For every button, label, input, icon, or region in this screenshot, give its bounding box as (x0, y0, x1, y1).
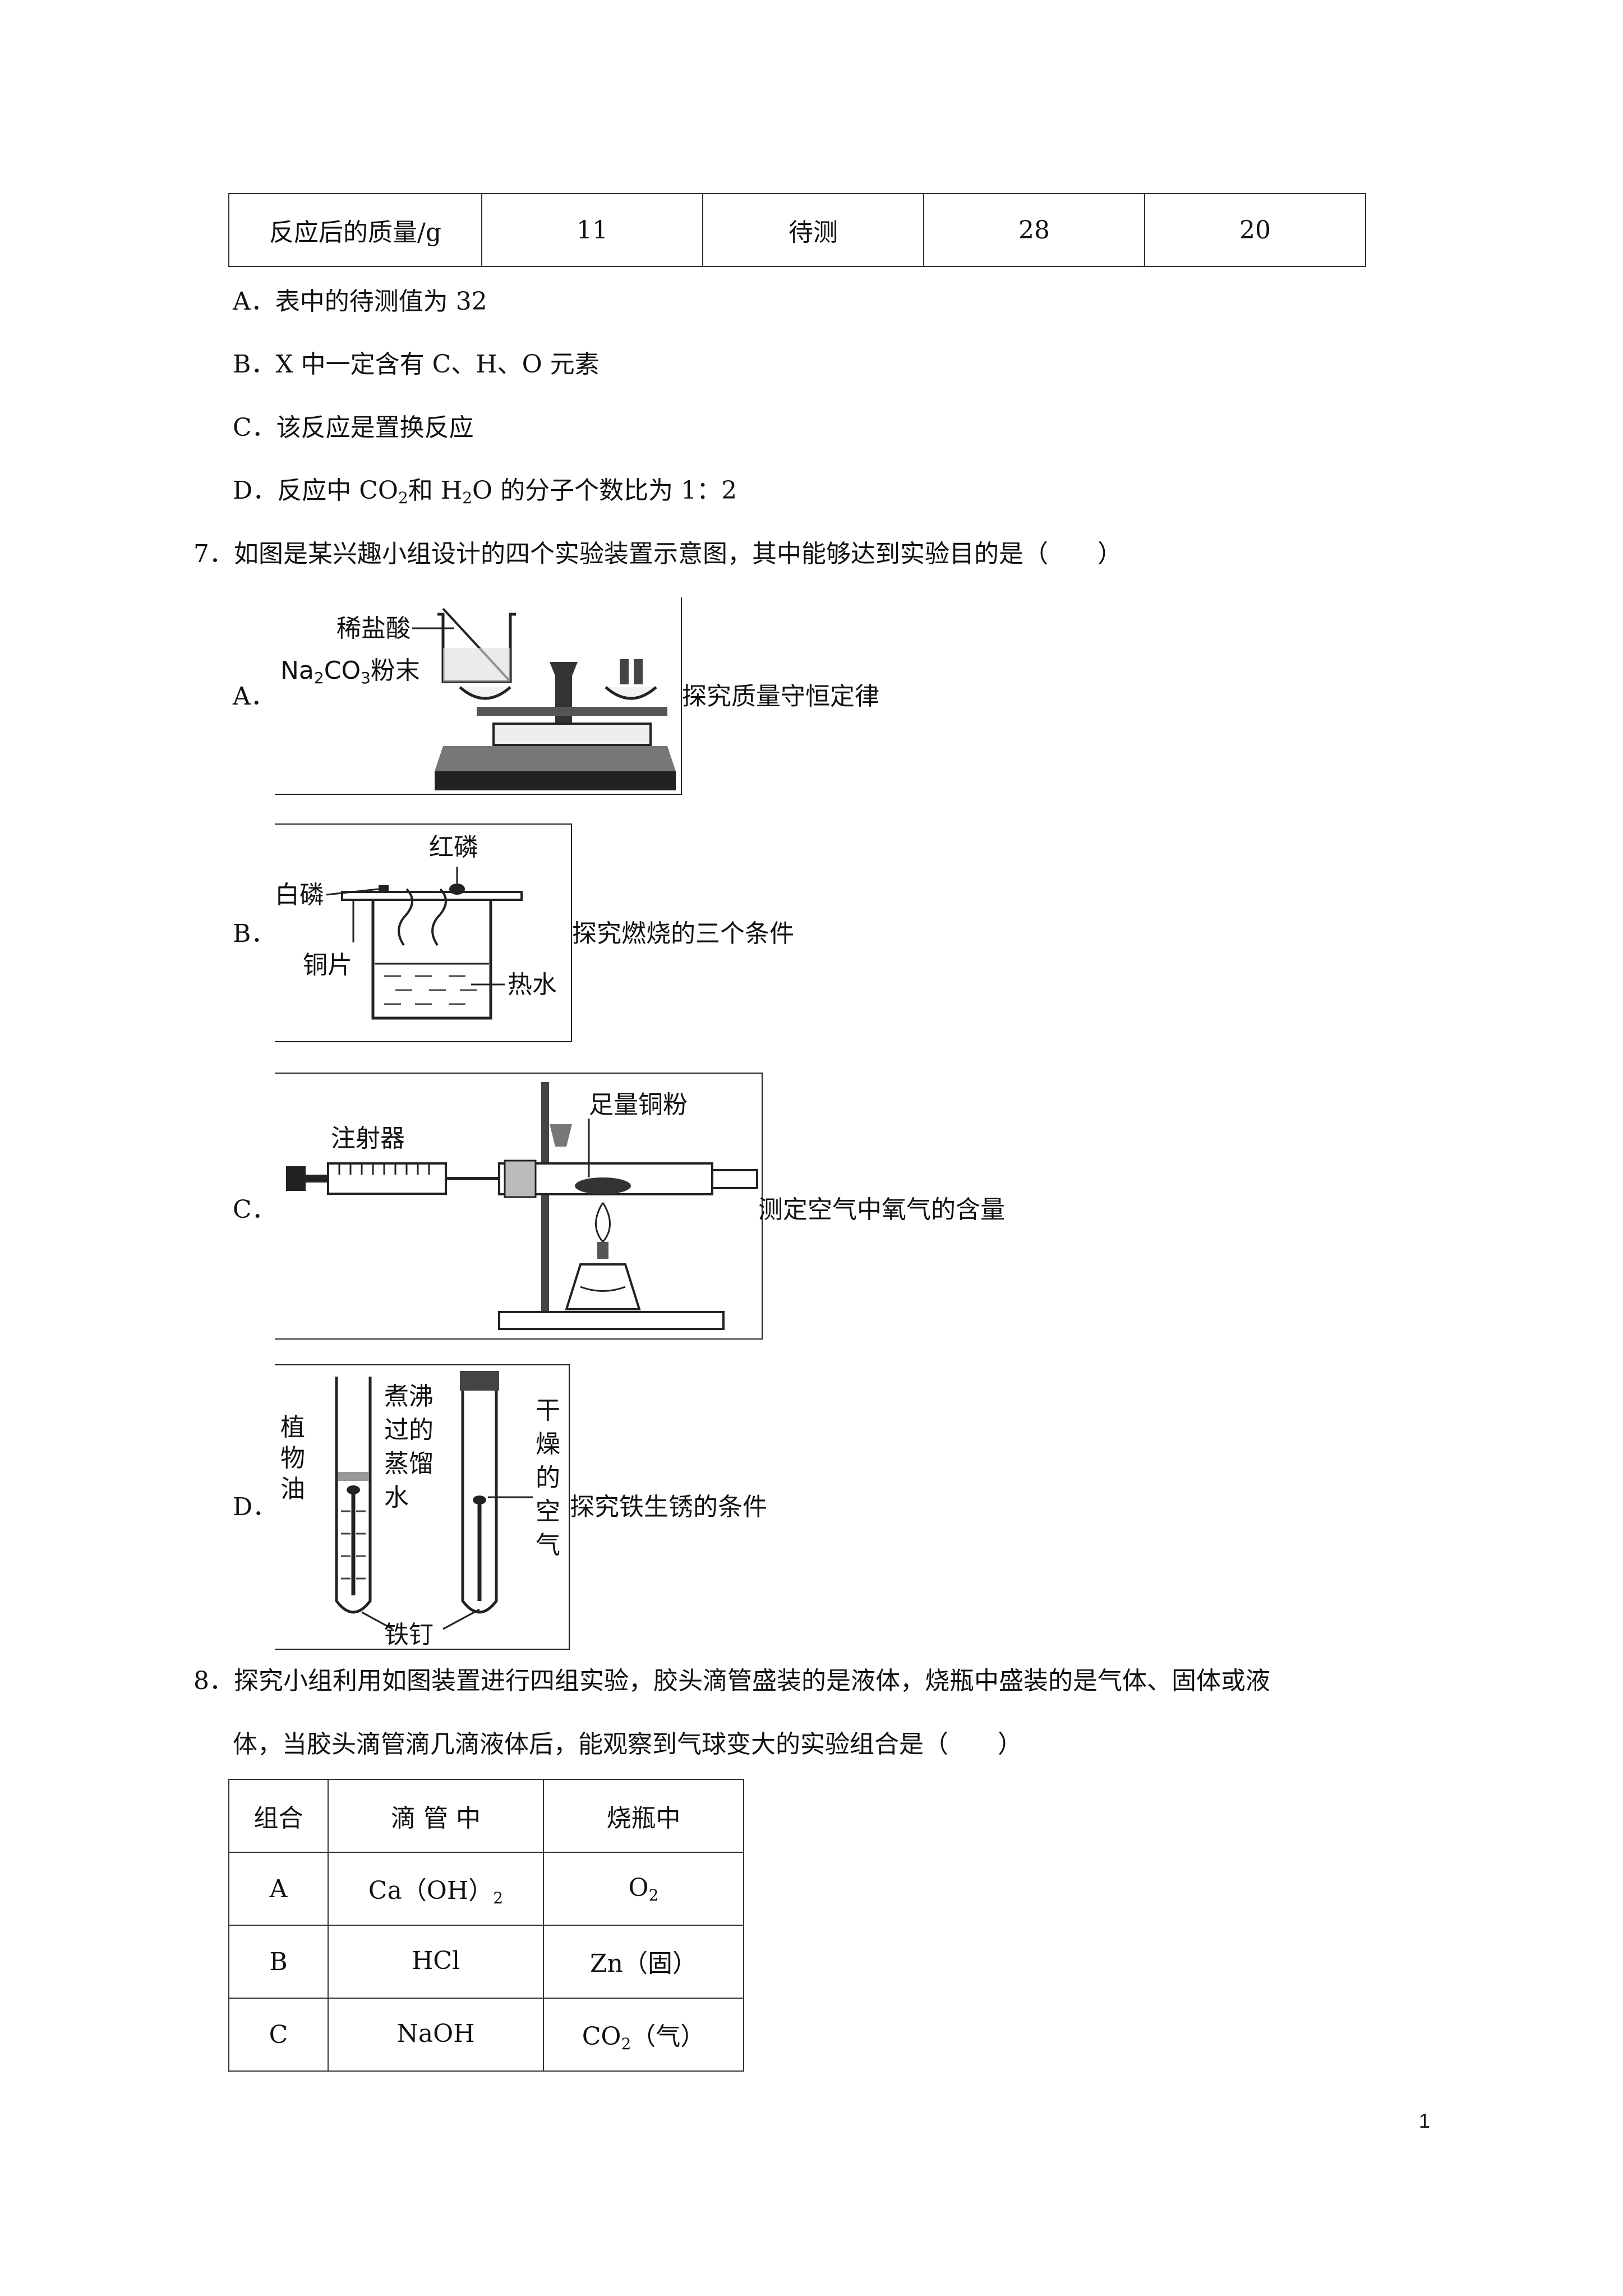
table-row: C NaOH CO2（气） (228, 1998, 744, 2072)
label-dry-2: 燥 (536, 1430, 560, 1458)
cell-dropper: NaOH (328, 1998, 544, 2072)
label-water-2: 过的 (384, 1416, 434, 1444)
subscript: 2 (648, 1885, 659, 1904)
combustion-diagram: 红磷 白磷 铜片 热水 (275, 833, 557, 1020)
label-oil-2: 物 (280, 1444, 305, 1473)
text: Na (280, 656, 314, 685)
subscript: 2 (398, 489, 408, 507)
text: D．反应中 CO (233, 476, 399, 505)
figure-iron-rust: 植 物 油 煮沸 过的 蒸馏 水 干 燥 的 空 气 铁钉 (275, 1364, 570, 1650)
text: （气） (631, 2022, 706, 2051)
subscript: 2 (314, 669, 324, 687)
table-cell: 待测 (702, 193, 924, 267)
label-hot-water: 热水 (508, 970, 557, 999)
cell-flask: Zn（固） (543, 1925, 744, 1999)
oxygen-diagram: 注射器 足量铜粉 (286, 1082, 758, 1330)
subscript: 3 (361, 669, 371, 687)
label-dry-1: 干 (536, 1396, 560, 1425)
header-group: 组合 (228, 1779, 329, 1853)
text: O (628, 1873, 649, 1902)
q6-option-a: A．表中的待测值为 32 (233, 287, 487, 316)
table-row: B HCl Zn（固） (228, 1925, 744, 1999)
label-oil-3: 油 (280, 1475, 305, 1503)
label-white-phosphorus: 白磷 (275, 881, 324, 909)
label-acid: 稀盐酸 (336, 614, 411, 643)
label-na2co3-powder: Na2CO3粉末 (280, 656, 420, 687)
q7-option-caption-b: 探究燃烧的三个条件 (572, 919, 794, 948)
q7-option-caption-d: 探究铁生锈的条件 (570, 1493, 767, 1521)
figure-combustion: 红磷 白磷 铜片 热水 (275, 823, 572, 1042)
q6-option-d: D．反应中 CO2和 H2O 的分子个数比为 1：2 (233, 474, 737, 515)
q7-option-caption-c: 测定空气中氧气的含量 (758, 1195, 1005, 1224)
cell-flask: O2 (543, 1852, 744, 1926)
q8-stem-line2: 体，当胶头滴管滴几滴液体后，能观察到气球变大的实验组合是（ ） (233, 1730, 1022, 1759)
text: Zn（固） (590, 1949, 697, 1978)
cell-group: A (228, 1852, 329, 1926)
label-iron-nail: 铁钉 (384, 1621, 434, 1649)
text: NaOH (396, 2019, 475, 2048)
q7-stem: 7．如图是某兴趣小组设计的四个实验装置示意图，其中能够达到实验目的是（ ） (193, 540, 1122, 568)
table-row: 反应后的质量/g 11 待测 28 20 (228, 193, 1366, 267)
label-syringe: 注射器 (331, 1124, 405, 1153)
subscript: 2 (462, 489, 473, 507)
page-number: 1 (1419, 2109, 1431, 2132)
text: 粉末 (371, 656, 420, 685)
text: 和 H (408, 476, 463, 505)
q8-table: 组合 滴 管 中 烧瓶中 A Ca（OH）2 O2 B HCl Zn（固） C … (228, 1779, 744, 2072)
text: Ca（OH） (368, 1876, 494, 1905)
label-dry-4: 空 (536, 1497, 560, 1526)
text: CO (582, 2022, 621, 2051)
table-header-row: 组合 滴 管 中 烧瓶中 (228, 1779, 744, 1853)
label-copper-sheet: 铜片 (303, 951, 352, 979)
table-row: A Ca（OH）2 O2 (228, 1852, 744, 1926)
table-cell: 11 (481, 193, 703, 267)
subscript: 2 (621, 2035, 631, 2053)
text: HCl (411, 1946, 460, 1975)
label-red-phosphorus: 红磷 (429, 833, 478, 862)
q7-option-caption-a: 探究质量守恒定律 (682, 682, 879, 711)
q6-option-c: C．该反应是置换反应 (233, 413, 474, 442)
label-water-1: 煮沸 (384, 1382, 434, 1411)
label-dry-5: 气 (536, 1531, 560, 1559)
cell-flask: CO2（气） (543, 1998, 744, 2072)
cell-group: C (228, 1998, 329, 2072)
text: CO (324, 656, 361, 685)
mass-table: 反应后的质量/g 11 待测 28 20 (228, 193, 1366, 267)
q6-option-b: B．X 中一定含有 C、H、O 元素 (233, 350, 600, 379)
cell-group: B (228, 1925, 329, 1999)
label-copper-powder: 足量铜粉 (589, 1091, 688, 1119)
table-cell: 28 (923, 193, 1145, 267)
table-cell: 20 (1144, 193, 1366, 267)
figure-balance: 稀盐酸 Na2CO3粉末 (275, 597, 682, 795)
label-water-4: 水 (384, 1483, 409, 1512)
row-label: 反应后的质量/g (228, 193, 482, 267)
cell-dropper: HCl (328, 1925, 544, 1999)
q8-stem-line1: 8．探究小组利用如图装置进行四组实验，胶头滴管盛装的是液体，烧瓶中盛装的是气体、… (193, 1667, 1270, 1695)
text: O 的分子个数比为 1：2 (472, 476, 737, 505)
rust-diagram: 植 物 油 煮沸 过的 蒸馏 水 干 燥 的 空 气 铁钉 (280, 1371, 560, 1649)
q7-option-letter-d: D． (233, 1493, 278, 1521)
header-dropper: 滴 管 中 (328, 1779, 544, 1853)
label-oil-1: 植 (280, 1413, 305, 1442)
label-water-3: 蒸馏 (384, 1450, 434, 1478)
cell-dropper: Ca（OH）2 (328, 1852, 544, 1926)
header-flask: 烧瓶中 (543, 1779, 744, 1853)
figure-oxygen-measurement: 注射器 足量铜粉 (275, 1073, 763, 1340)
q7-option-letter-b: B． (233, 919, 276, 948)
subscript: 2 (493, 1889, 504, 1907)
q7-option-letter-c: C． (233, 1195, 276, 1224)
label-dry-3: 的 (536, 1464, 560, 1492)
balance-diagram: 稀盐酸 Na2CO3粉末 (280, 608, 676, 790)
q7-option-letter-a: A． (233, 682, 275, 711)
